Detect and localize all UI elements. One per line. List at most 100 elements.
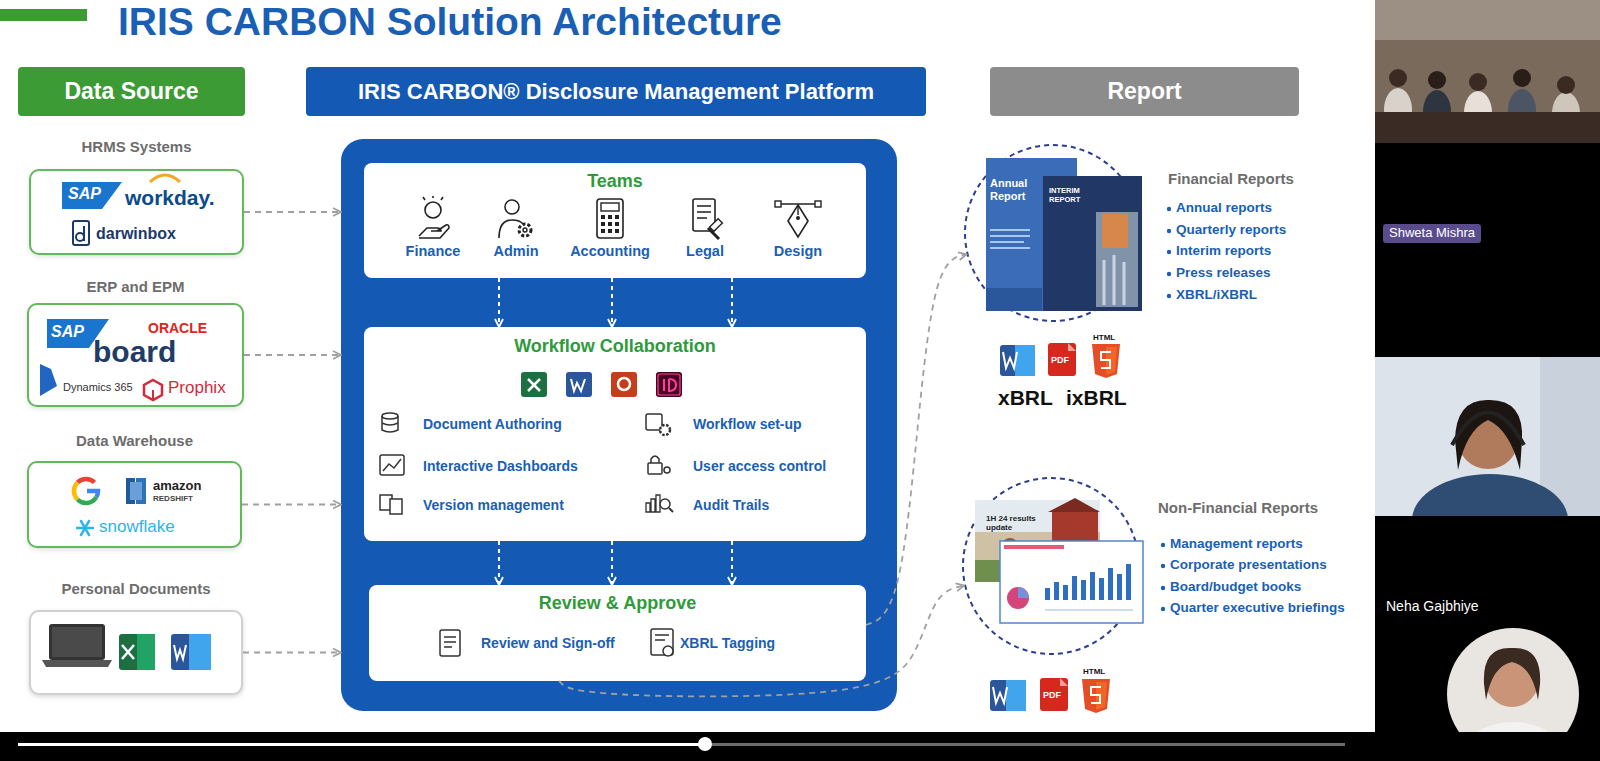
text-slot: Review and Sign-off <box>481 635 615 651</box>
progress-knob <box>698 737 712 751</box>
excel-icon <box>119 634 155 670</box>
room-video <box>1375 0 1600 143</box>
admin-icon <box>505 200 519 214</box>
feature-label: Review and Sign-off <box>481 635 615 651</box>
band-heading: Data Source <box>64 78 198 104</box>
bullet-dot <box>1167 294 1171 298</box>
authoring-icon <box>382 413 398 419</box>
excel-icon <box>137 634 155 670</box>
bullet-dot <box>1161 586 1165 590</box>
text-slot: Dynamics 365 <box>63 381 133 394</box>
logo-text: Prophix <box>168 378 226 397</box>
word-icon <box>566 372 592 397</box>
bullet-dot <box>1167 207 1171 211</box>
group-heading: Data Warehouse <box>76 432 193 449</box>
band-heading: IRIS CARBON® Disclosure Management Platf… <box>358 79 874 104</box>
progress-buffer <box>705 743 1345 746</box>
flow-arrow <box>559 585 964 696</box>
audit-icon <box>669 508 673 512</box>
text-slot: Annual reports <box>1176 200 1272 216</box>
tagging-icon <box>655 635 669 640</box>
access-icon <box>648 463 662 474</box>
flow-arrow <box>242 504 341 506</box>
dashboard-icon <box>383 459 401 471</box>
annual-report-cover <box>986 288 1042 311</box>
text-slot: Quarter executive briefings <box>1170 600 1345 616</box>
word-icon <box>189 634 211 670</box>
text-slot: PDF <box>1043 690 1061 700</box>
text-slot: Personal Documents <box>31 580 241 597</box>
attendee-head <box>1557 76 1575 94</box>
report-item: Press releases <box>1176 265 1271 280</box>
bullet-dot <box>1167 272 1171 276</box>
results-chart <box>1018 587 1029 598</box>
laptop-icon <box>42 660 112 667</box>
accounting-icon <box>601 203 619 211</box>
group-heading: HRMS Systems <box>81 138 191 155</box>
design-icon <box>775 201 781 207</box>
signoff-icon <box>444 637 456 647</box>
report-item: Annual reports <box>1176 200 1272 215</box>
design-icon <box>780 204 816 215</box>
accounting-icon <box>601 215 619 233</box>
bullet-dot <box>1167 229 1171 233</box>
text-slot: amazon <box>153 479 201 494</box>
flow-arrow <box>731 541 733 585</box>
section-band: IRIS CARBON® Disclosure Management Platf… <box>306 67 926 116</box>
text-slot: Finance <box>383 243 483 260</box>
pdf-icon <box>1060 678 1068 686</box>
text-slot: darwinbox <box>96 225 176 243</box>
text-slot: Data Warehouse <box>29 432 240 449</box>
logo-text: workday. <box>125 186 214 209</box>
logo-text: REDSHIFT <box>153 494 193 503</box>
text-slot: Board/budget books <box>1170 579 1301 595</box>
video-bar <box>0 732 1600 761</box>
word-icon <box>1000 345 1035 376</box>
html5-icon <box>1091 687 1101 703</box>
workflow-icon <box>660 425 670 435</box>
section-heading: Financial Reports <box>1168 170 1294 187</box>
flow-arrow <box>243 652 341 654</box>
annual-report-cover <box>990 230 1030 248</box>
workflow-box: Workflow CollaborationDocument Authoring… <box>364 327 866 541</box>
logo-text: SAP <box>68 185 101 202</box>
design-icon <box>796 216 800 220</box>
flow-arrow <box>244 211 341 213</box>
text-slot: XBRL Tagging <box>680 635 775 651</box>
section-band: Report <box>990 67 1299 116</box>
finance-icon <box>425 202 441 218</box>
flow-arrow <box>731 278 733 327</box>
authoring-icon <box>382 416 398 432</box>
progress-played <box>18 743 705 746</box>
text-slot: Report <box>990 78 1299 104</box>
format-label: HTML <box>1083 667 1105 676</box>
slide-ground <box>0 0 1375 732</box>
finance-icon <box>419 225 449 238</box>
box-heading: Review & Approve <box>539 593 696 613</box>
circle-outline <box>965 145 1141 321</box>
darwinbox-mark <box>76 233 84 241</box>
google-logo <box>78 497 97 503</box>
logo-text: SAP <box>51 323 84 340</box>
text-slot: IRIS CARBON® Disclosure Management Platf… <box>306 79 926 104</box>
darwinbox-mark <box>83 226 85 241</box>
team-label: Legal <box>686 243 724 259</box>
cover-text: Annual Report <box>990 177 1027 202</box>
group-heading: Personal Documents <box>61 580 210 597</box>
admin-icon <box>499 220 523 238</box>
text-slot: Review & Approve <box>369 593 866 614</box>
team-label: Design <box>774 243 822 259</box>
format-label: HTML <box>1093 333 1115 342</box>
results-photo <box>1048 498 1100 512</box>
text-slot: SAP <box>51 323 84 341</box>
workday-arc <box>150 175 180 182</box>
text-slot: Quarterly reports <box>1176 222 1286 238</box>
bullet-dot <box>1161 543 1165 547</box>
band-heading: Report <box>1107 78 1181 104</box>
interim-report-photo <box>1102 214 1128 248</box>
word-icon <box>571 379 585 391</box>
word-icon <box>1003 352 1017 368</box>
text-slot: xBRL <box>998 386 1053 410</box>
